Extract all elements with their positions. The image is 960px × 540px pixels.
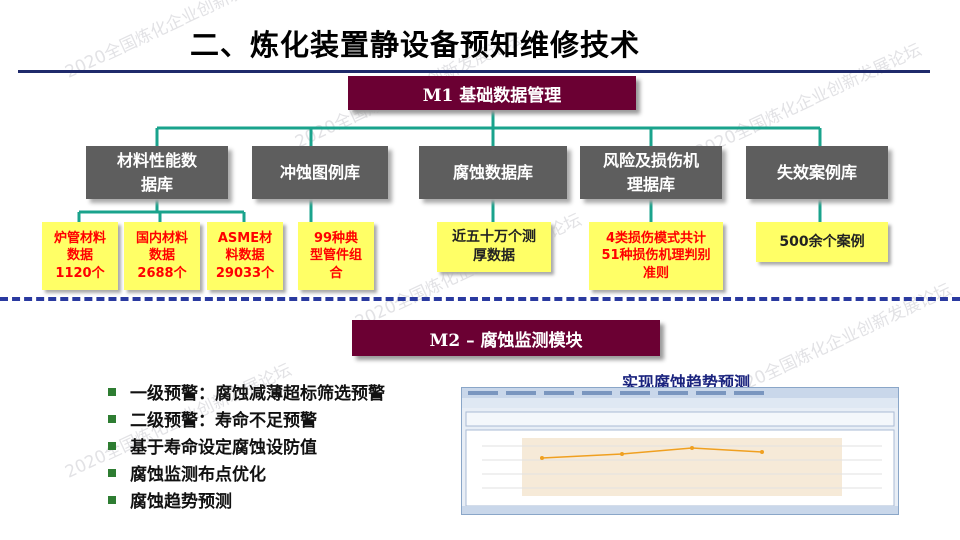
list-item: 腐蚀监测布点优化 xyxy=(108,459,385,486)
detail-text: 近五十万个测厚数据 xyxy=(452,229,536,264)
detail-domestic-material-data: 国内材料数据2688个 xyxy=(124,222,200,290)
detail-text: 国内材料数据2688个 xyxy=(135,230,188,281)
list-item-text: 腐蚀趋势预测 xyxy=(130,492,232,512)
square-bullet-icon xyxy=(108,468,116,477)
detail-damage-criteria: 4类损伤模式共计51种损伤机理判别准则 xyxy=(589,222,723,290)
m2-module-label: M2 – 腐蚀监测模块 xyxy=(352,320,660,356)
list-item-text: 一级预警：腐蚀减薄超标筛选预警 xyxy=(130,384,385,404)
trend-screenshot-graphic xyxy=(462,388,898,514)
category-material-database: 材料性能数据库 xyxy=(86,146,228,199)
square-bullet-icon xyxy=(108,495,116,504)
category-label: 失效案例库 xyxy=(776,162,857,182)
section-divider xyxy=(0,297,960,301)
detail-failure-cases: 500余个案例 xyxy=(756,222,888,262)
category-label: 腐蚀数据库 xyxy=(452,162,533,182)
detail-thickness-data: 近五十万个测厚数据 xyxy=(437,222,551,272)
category-risk-damage-database: 风险及损伤机理据库 xyxy=(580,146,722,199)
detail-asme-material-data: ASME材料数据29033个 xyxy=(207,222,283,290)
hierarchy-connectors xyxy=(77,110,822,222)
square-bullet-icon xyxy=(108,441,116,450)
list-item: 基于寿命设定腐蚀设防值 xyxy=(108,432,385,459)
detail-pipe-fitting-combos: 99种典型管件组合 xyxy=(298,222,374,290)
m1-module-label: M1 基础数据管理 xyxy=(348,76,636,110)
square-bullet-icon xyxy=(108,387,116,396)
category-corrosion-database: 腐蚀数据库 xyxy=(419,146,567,199)
detail-text: ASME材料数据29033个 xyxy=(215,230,275,281)
square-bullet-icon xyxy=(108,414,116,423)
list-item: 一级预警：腐蚀减薄超标筛选预警 xyxy=(108,378,385,405)
slide-title: 二、炼化装置静设备预知维修技术 xyxy=(190,28,641,62)
category-erosion-library: 冲蚀图例库 xyxy=(252,146,388,199)
list-item: 二级预警：寿命不足预警 xyxy=(108,405,385,432)
category-failure-cases: 失效案例库 xyxy=(746,146,888,199)
category-label: 冲蚀图例库 xyxy=(279,162,360,182)
detail-text: 4类损伤模式共计51种损伤机理判别准则 xyxy=(601,230,711,281)
list-item-text: 基于寿命设定腐蚀设防值 xyxy=(130,438,317,458)
list-item-text: 二级预警：寿命不足预警 xyxy=(130,411,317,431)
title-underline xyxy=(18,70,930,73)
list-item: 腐蚀趋势预测 xyxy=(108,486,385,513)
detail-text: 炉管材料数据1120个 xyxy=(53,230,106,281)
detail-text: 99种典型管件组合 xyxy=(309,230,362,281)
category-label: 风险及损伤机理据库 xyxy=(602,151,699,194)
detail-text: 500余个案例 xyxy=(779,233,865,250)
detail-furnace-tube-data: 炉管材料数据1120个 xyxy=(42,222,118,290)
list-item-text: 腐蚀监测布点优化 xyxy=(130,465,266,485)
trend-software-screenshot xyxy=(461,387,899,515)
category-label: 材料性能数据库 xyxy=(117,151,198,194)
m2-feature-list: 一级预警：腐蚀减薄超标筛选预警 二级预警：寿命不足预警 基于寿命设定腐蚀设防值 … xyxy=(108,378,385,513)
